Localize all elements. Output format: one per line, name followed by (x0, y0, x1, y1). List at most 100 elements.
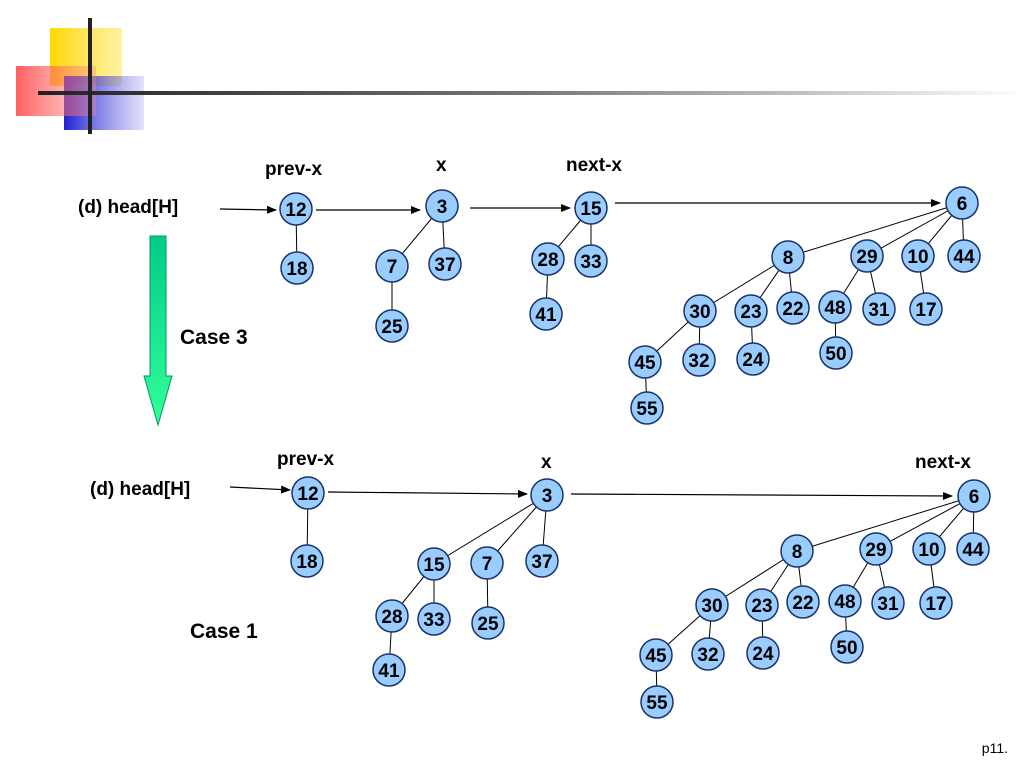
head-label-before: (d) head[H] (78, 197, 179, 218)
tree-edge (711, 550, 798, 606)
node-circle (530, 478, 564, 512)
heap-node: 24 (746, 636, 780, 670)
heap-node: 6 (957, 479, 991, 513)
node-key: 48 (834, 592, 855, 613)
node-circle (682, 343, 716, 377)
node-circle (417, 547, 451, 581)
heap-node: 24 (736, 342, 770, 376)
heap-node: 45 (639, 638, 673, 672)
node-key: 6 (957, 194, 968, 215)
heap-node: 8 (780, 534, 814, 568)
node-key: 25 (477, 614, 499, 635)
sibling-pointer-arrow (327, 489, 528, 498)
node-key: 41 (378, 661, 400, 682)
node-key: 45 (634, 353, 656, 374)
node-key: 29 (856, 247, 877, 268)
node-circle (746, 636, 780, 670)
node-key: 7 (482, 554, 493, 575)
node-key: 28 (537, 250, 558, 271)
node-key: 17 (915, 300, 936, 321)
node-circle (280, 251, 314, 285)
node-circle (574, 191, 608, 225)
node-key: 48 (824, 298, 845, 319)
node-circle (871, 586, 905, 620)
panel-before-nodes: 1218372537152841336830455532232422294850… (279, 186, 981, 425)
node-circle (375, 599, 409, 633)
node-circle (291, 476, 325, 510)
heap-node: 17 (919, 586, 953, 620)
node-key: 45 (645, 646, 667, 667)
node-circle (640, 685, 674, 719)
heap-node: 29 (850, 239, 884, 273)
node-key: 28 (381, 607, 402, 628)
node-key: 33 (423, 610, 444, 631)
node-circle (417, 602, 451, 636)
node-circle (818, 290, 852, 324)
node-key: 22 (782, 299, 803, 320)
node-key: 50 (825, 344, 846, 365)
node-circle (683, 294, 717, 328)
node-key: 30 (689, 302, 710, 323)
heap-node: 37 (428, 247, 462, 281)
heap-node: 15 (574, 191, 608, 225)
heap-node: 18 (280, 251, 314, 285)
heap-node: 28 (531, 242, 565, 276)
heap-node: 33 (574, 244, 608, 278)
node-circle (771, 240, 805, 274)
node-circle (947, 239, 981, 273)
node-key: 18 (286, 259, 307, 280)
node-key: 22 (792, 593, 813, 614)
heap-node: 28 (375, 599, 409, 633)
node-key: 10 (918, 540, 939, 561)
case-1-label: Case 1 (190, 620, 258, 643)
panel-before-root-list-arrows (219, 199, 941, 214)
heap-node: 48 (828, 584, 862, 618)
heap-node: 45 (628, 345, 662, 379)
case-3-label: Case 3 (180, 326, 248, 349)
node-key: 3 (542, 486, 553, 507)
heap-node: 44 (947, 239, 981, 273)
heap-node: 3 (530, 478, 564, 512)
prev-x-label-after: prev-x (277, 449, 335, 470)
node-circle (531, 242, 565, 276)
heap-node: 55 (640, 685, 674, 719)
node-key: 37 (434, 255, 455, 276)
node-key: 15 (423, 555, 445, 576)
node-key: 41 (535, 305, 557, 326)
prev-x-label-before: prev-x (265, 159, 323, 180)
node-circle (901, 239, 935, 273)
heap-node: 55 (630, 391, 664, 425)
node-circle (428, 247, 462, 281)
heap-node: 31 (871, 586, 905, 620)
node-circle (780, 534, 814, 568)
heap-node: 30 (683, 294, 717, 328)
heap-node: 32 (682, 343, 716, 377)
heap-node: 50 (819, 336, 853, 370)
node-key: 3 (437, 197, 448, 218)
heap-node: 6 (945, 186, 979, 220)
node-circle (945, 186, 979, 220)
node-key: 31 (868, 300, 890, 321)
node-circle (574, 244, 608, 278)
node-key: 44 (962, 540, 984, 561)
node-key: 18 (296, 552, 317, 573)
node-circle (471, 606, 505, 640)
node-key: 23 (740, 302, 761, 323)
panel-after-root-list-arrows (229, 485, 953, 500)
heap-node: 30 (695, 588, 729, 622)
heap-node: 12 (279, 192, 313, 226)
node-key: 32 (697, 645, 718, 666)
heap-node: 25 (375, 309, 409, 343)
next-x-label-after: next-x (915, 452, 971, 473)
node-circle (375, 309, 409, 343)
node-circle (630, 391, 664, 425)
node-circle (909, 292, 943, 326)
node-key: 55 (646, 693, 668, 714)
heap-node: 10 (912, 532, 946, 566)
tree-edge (787, 202, 963, 258)
heap-node: 10 (901, 239, 935, 273)
heap-node: 15 (417, 547, 451, 581)
heap-node: 29 (859, 532, 893, 566)
heap-node: 12 (291, 476, 325, 510)
